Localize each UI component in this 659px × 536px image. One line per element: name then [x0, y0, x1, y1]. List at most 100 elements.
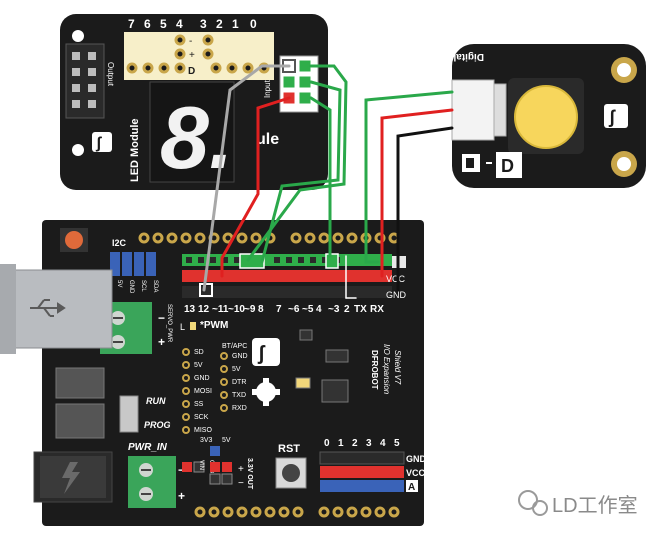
i2c-label: I2C — [112, 238, 127, 248]
reset-button-top[interactable] — [65, 231, 83, 249]
pin-number: 13 — [184, 304, 196, 315]
analog-number: 3 — [366, 438, 372, 449]
bt-apc-label: BT/APC — [222, 343, 247, 350]
bt-header — [220, 352, 228, 412]
pin-number: RX — [370, 304, 384, 315]
analog-a-label: A — [408, 482, 415, 493]
out-label: 3.3V OUT — [246, 458, 253, 490]
digit-label: 5 — [160, 17, 167, 31]
dot-plus-label: + — [189, 50, 195, 61]
push-button-d-label: D — [501, 156, 514, 176]
run-prog-switch[interactable] — [119, 395, 139, 433]
digit-label: 3 — [200, 17, 207, 31]
pin-number: ~3 — [328, 304, 340, 315]
wire-green — [364, 90, 454, 264]
i2c-pin-label: 5V — [116, 280, 122, 287]
prog-label: PROG — [144, 420, 171, 430]
pin-number: 8 — [258, 304, 264, 315]
module-name-fragment: ule — [256, 131, 279, 148]
pin-number: 12 — [198, 304, 210, 315]
led-module: Output 7 6 5 4 3 2 1 0 - + D 8. LED Modu… — [60, 14, 328, 190]
svg-text:ʃ: ʃ — [95, 135, 102, 152]
wire-red — [380, 108, 454, 278]
spi-pin-label: MISO — [194, 427, 212, 434]
bt-pin-label: 5V — [232, 366, 241, 373]
voltage-jumper[interactable] — [210, 446, 220, 456]
analog-numbers: 0 1 2 3 4 5 — [324, 438, 400, 449]
bt-pin-label: TXD — [232, 392, 246, 399]
chip — [299, 329, 313, 341]
pin-number: 2 — [344, 304, 350, 315]
dfrobot-logo-icon: ʃ — [604, 104, 628, 128]
analog-gnd-label: GND — [406, 454, 427, 464]
push-button-title: Digital Push Button — [391, 51, 484, 62]
model-line: Shield V7 — [393, 350, 402, 385]
analog-number: 5 — [394, 438, 400, 449]
wire-green — [260, 80, 342, 264]
side-label: LED Module — [129, 118, 141, 182]
watermark: LD工作室 — [518, 490, 638, 517]
voltage-5v-label: 5V — [222, 437, 231, 444]
svg-text:ʃ: ʃ — [257, 343, 266, 365]
servo-plus: + — [158, 335, 165, 349]
out-minus: − — [238, 478, 244, 489]
i2c-pin-label: SDA — [152, 280, 158, 292]
pin-pads — [126, 34, 270, 74]
i2c-header — [110, 252, 156, 276]
wechat-icon — [518, 490, 548, 516]
rst-button[interactable] — [282, 464, 300, 482]
analog-number: 4 — [380, 438, 386, 449]
analog-number: 1 — [338, 438, 344, 449]
wire-gray — [202, 64, 291, 292]
power-terminal — [128, 456, 176, 508]
pin-number: ~6 — [288, 304, 300, 315]
spi-pin-label: SCK — [194, 414, 209, 421]
pwr-minus: − — [178, 463, 185, 477]
usb-icon — [30, 299, 66, 317]
vcc-side-label: VCC — [386, 274, 406, 284]
pin-number: ~9 — [244, 304, 256, 315]
push-button-module: Digital Push Button ʃ D — [391, 44, 646, 188]
digit-label: 7 — [128, 17, 135, 31]
voltage-3v3-label: 3V3 — [200, 437, 213, 444]
led-l-label: L — [180, 322, 185, 332]
wire-green — [246, 64, 348, 262]
digit-label: 2 — [216, 17, 223, 31]
chip — [321, 379, 349, 403]
analog-number: 0 — [324, 438, 330, 449]
power-out-header — [209, 462, 233, 485]
pin-number: 4 — [316, 304, 322, 315]
digit-label: 6 — [144, 17, 151, 31]
power-icon — [62, 462, 80, 494]
gear-icon — [252, 378, 280, 406]
dot-minus-label: - — [189, 36, 192, 47]
d-label: D — [188, 66, 195, 77]
wires — [202, 64, 454, 299]
pin-number: ~11 — [212, 304, 229, 315]
pin-number: TX — [354, 304, 367, 315]
brand-label: DFROBOT — [370, 350, 379, 390]
pwm-label: *PWM — [200, 320, 228, 331]
usb-port — [0, 269, 113, 349]
output-label: Output — [106, 62, 115, 87]
analog-number: 2 — [352, 438, 358, 449]
servo-pwr-label: SERVO_PWR — [166, 304, 172, 343]
analog-header-rows — [319, 451, 405, 492]
regulator — [55, 403, 105, 439]
digit-label: 4 — [176, 17, 183, 31]
bottom-headers — [194, 506, 400, 518]
servo-minus: − — [158, 311, 165, 325]
bt-pin-label: RXD — [232, 405, 247, 412]
digit-label: 1 — [232, 17, 239, 31]
wire-red — [220, 96, 291, 278]
regulator — [55, 367, 105, 399]
watermark-text: LD工作室 — [552, 494, 638, 517]
spi-pin-label: 5V — [194, 362, 203, 369]
pin-number: 7 — [276, 304, 282, 315]
bt-pin-label: GND — [232, 353, 248, 360]
push-button-cap[interactable] — [514, 85, 578, 149]
out-plus: + — [238, 464, 244, 475]
digit-shown: 8. — [160, 88, 233, 187]
model-line: I/O Expansion — [382, 344, 391, 395]
wire-black — [396, 126, 454, 292]
